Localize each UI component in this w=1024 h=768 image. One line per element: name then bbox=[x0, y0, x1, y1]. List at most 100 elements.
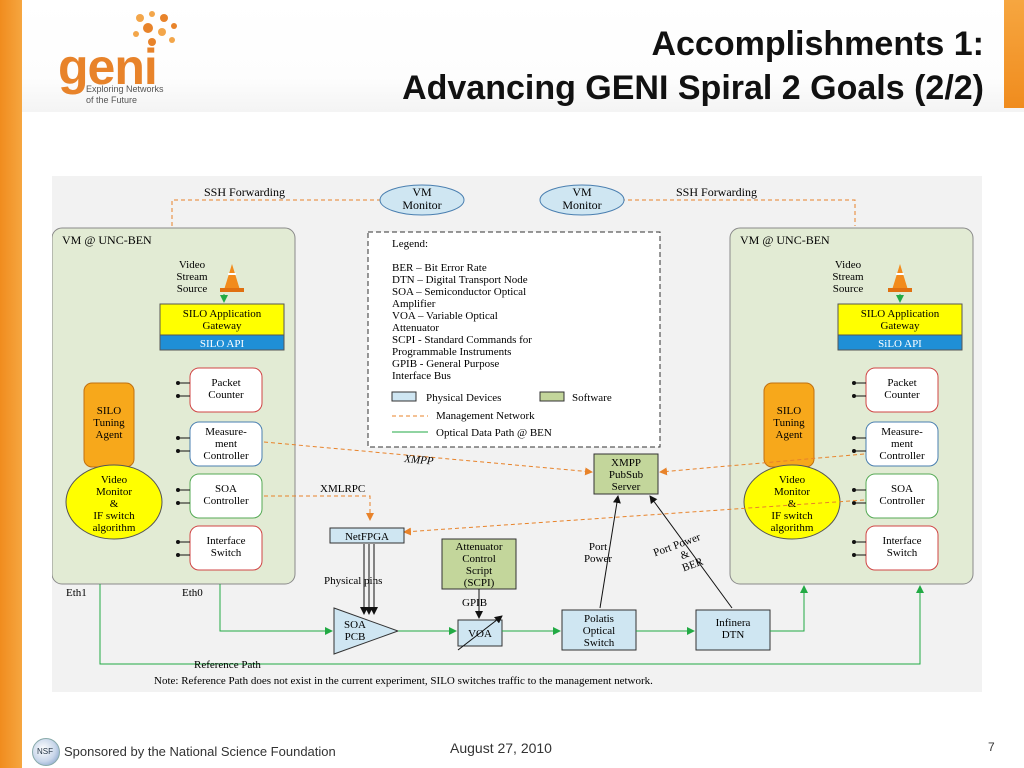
svg-text:Monitor: Monitor bbox=[402, 198, 441, 212]
svg-text:Software: Software bbox=[572, 392, 612, 404]
optical-data-paths bbox=[99, 584, 924, 665]
svg-text:Packet: Packet bbox=[211, 377, 240, 389]
svg-text:SILO Application: SILO Application bbox=[861, 308, 940, 320]
svg-text:Tuning: Tuning bbox=[773, 417, 805, 429]
slide-title: Accomplishments 1: Advancing GENI Spiral… bbox=[402, 22, 984, 110]
svg-text:GPIB - General Purpose: GPIB - General Purpose bbox=[392, 358, 499, 370]
logo-tagline: Exploring Networks of the Future bbox=[86, 84, 164, 105]
svg-text:Programmable Instruments: Programmable Instruments bbox=[392, 346, 511, 358]
svg-text:SOA: SOA bbox=[891, 483, 913, 495]
right-accent-stripe bbox=[1004, 0, 1024, 108]
physical-pins bbox=[360, 544, 378, 615]
svg-text:Legend:: Legend: bbox=[392, 238, 428, 250]
svg-text:Stream: Stream bbox=[832, 271, 864, 283]
svg-text:Controller: Controller bbox=[879, 495, 925, 507]
port-power-label-1: Port bbox=[589, 541, 607, 553]
svg-text:Monitor: Monitor bbox=[774, 486, 810, 498]
ssh-line-left bbox=[171, 199, 382, 226]
logo-word: geni bbox=[58, 39, 158, 95]
infinera-dtn: Infinera DTN bbox=[695, 609, 771, 651]
ssh-line-right bbox=[614, 199, 856, 226]
svg-text:VM @ UNC-BEN: VM @ UNC-BEN bbox=[62, 233, 152, 247]
sponsor-text: Sponsored by the National Science Founda… bbox=[64, 744, 336, 759]
port-power-ber-line bbox=[649, 495, 733, 609]
svg-text:Source: Source bbox=[177, 283, 208, 295]
svg-text:Server: Server bbox=[612, 481, 641, 493]
port-power-label-2: Power bbox=[584, 553, 612, 565]
svg-text:Interface: Interface bbox=[206, 535, 245, 547]
ssh-label-left: SSH Forwarding bbox=[204, 185, 285, 199]
svg-text:SCPI - Standard Commands for: SCPI - Standard Commands for bbox=[392, 334, 532, 346]
xmlrpc-line bbox=[264, 495, 374, 521]
svg-text:algorithm: algorithm bbox=[771, 522, 814, 534]
xmpp-line-left bbox=[263, 441, 593, 476]
svg-text:SOA – Semiconductor Optical: SOA – Semiconductor Optical bbox=[392, 286, 526, 298]
svg-text:Controller: Controller bbox=[203, 495, 249, 507]
svg-text:BER – Bit Error Rate: BER – Bit Error Rate bbox=[392, 262, 487, 274]
svg-text:SiLO API: SiLO API bbox=[878, 338, 922, 350]
svg-text:Physical Devices: Physical Devices bbox=[426, 392, 501, 404]
vm-monitor-right: VM Monitor bbox=[539, 184, 625, 216]
svg-text:VOA – Variable Optical: VOA – Variable Optical bbox=[392, 310, 498, 322]
svg-text:Switch: Switch bbox=[584, 637, 615, 649]
port-power-line bbox=[599, 495, 621, 609]
svg-text:Polatis: Polatis bbox=[584, 613, 614, 625]
svg-text:Amplifier: Amplifier bbox=[392, 298, 436, 310]
soa-pcb: SOA PCB bbox=[333, 607, 400, 655]
svg-text:IF switch: IF switch bbox=[93, 510, 135, 522]
vlc-cone-icon-left bbox=[220, 264, 244, 292]
diagram-svg: SSH Forwarding SSH Forwarding VM Monitor… bbox=[51, 176, 982, 692]
svg-text:(SCPI): (SCPI) bbox=[464, 577, 495, 589]
svg-text:Monitor: Monitor bbox=[562, 198, 601, 212]
reference-path-label: Reference Path bbox=[194, 659, 261, 671]
svg-text:Management Network: Management Network bbox=[436, 410, 535, 422]
xmpp-line-right bbox=[659, 453, 865, 476]
slide-title-line1: Accomplishments 1: bbox=[651, 25, 984, 63]
svg-text:Switch: Switch bbox=[887, 547, 918, 559]
svg-text:SILO API: SILO API bbox=[200, 338, 245, 350]
svg-text:Measure-: Measure- bbox=[205, 426, 247, 438]
left-accent-stripe bbox=[0, 0, 22, 768]
title-band bbox=[22, 0, 1024, 112]
svg-text:XMPP: XMPP bbox=[611, 457, 641, 469]
eth0-label: Eth0 bbox=[182, 587, 203, 599]
architecture-diagram: SSH Forwarding SSH Forwarding VM Monitor… bbox=[51, 176, 982, 692]
svg-text:Controller: Controller bbox=[879, 450, 925, 462]
footer bbox=[22, 730, 1024, 768]
svg-text:SOA: SOA bbox=[344, 619, 366, 631]
svg-text:Agent: Agent bbox=[776, 429, 803, 441]
svg-text:PCB: PCB bbox=[345, 631, 366, 643]
svg-text:Controller: Controller bbox=[203, 450, 249, 462]
voa: VOA bbox=[457, 615, 503, 651]
polatis-switch: Polatis Optical Switch bbox=[561, 609, 637, 651]
svg-text:Counter: Counter bbox=[208, 389, 244, 401]
svg-text:Video: Video bbox=[835, 259, 862, 271]
svg-text:Video: Video bbox=[179, 259, 206, 271]
vm-box-right: VM @ UNC-BEN Video Stream Source SILO Ap… bbox=[729, 227, 974, 585]
svg-text:Packet: Packet bbox=[887, 377, 916, 389]
svg-text:VOA: VOA bbox=[468, 628, 492, 640]
svg-text:SILO: SILO bbox=[97, 405, 122, 417]
eth1-label: Eth1 bbox=[66, 587, 87, 599]
netfpga: NetFPGA bbox=[329, 527, 405, 544]
svg-text:ment: ment bbox=[215, 438, 237, 450]
svg-text:Monitor: Monitor bbox=[96, 486, 132, 498]
svg-text:Stream: Stream bbox=[176, 271, 208, 283]
vm-monitor-left: VM Monitor bbox=[379, 184, 465, 216]
geni-logo: geni Exploring Networks of the Future bbox=[52, 8, 212, 108]
svg-text:Gateway: Gateway bbox=[880, 320, 920, 332]
svg-text:Video: Video bbox=[779, 474, 806, 486]
svg-text:IF switch: IF switch bbox=[771, 510, 813, 522]
svg-text:DTN – Digital Transport Node: DTN – Digital Transport Node bbox=[392, 274, 528, 286]
vlc-cone-icon-right bbox=[888, 264, 912, 292]
slide-date: August 27, 2010 bbox=[450, 740, 552, 756]
svg-text:Gateway: Gateway bbox=[202, 320, 242, 332]
svg-text:SILO Application: SILO Application bbox=[183, 308, 262, 320]
svg-text:Video: Video bbox=[101, 474, 128, 486]
svg-text:VM @ UNC-BEN: VM @ UNC-BEN bbox=[740, 233, 830, 247]
gpib-label: GPIB bbox=[462, 597, 487, 609]
svg-text:NetFPGA: NetFPGA bbox=[345, 531, 389, 543]
page-number: 7 bbox=[988, 740, 995, 754]
physical-pins-label: Physical pins bbox=[324, 575, 382, 587]
svg-text:Interface: Interface bbox=[882, 535, 921, 547]
